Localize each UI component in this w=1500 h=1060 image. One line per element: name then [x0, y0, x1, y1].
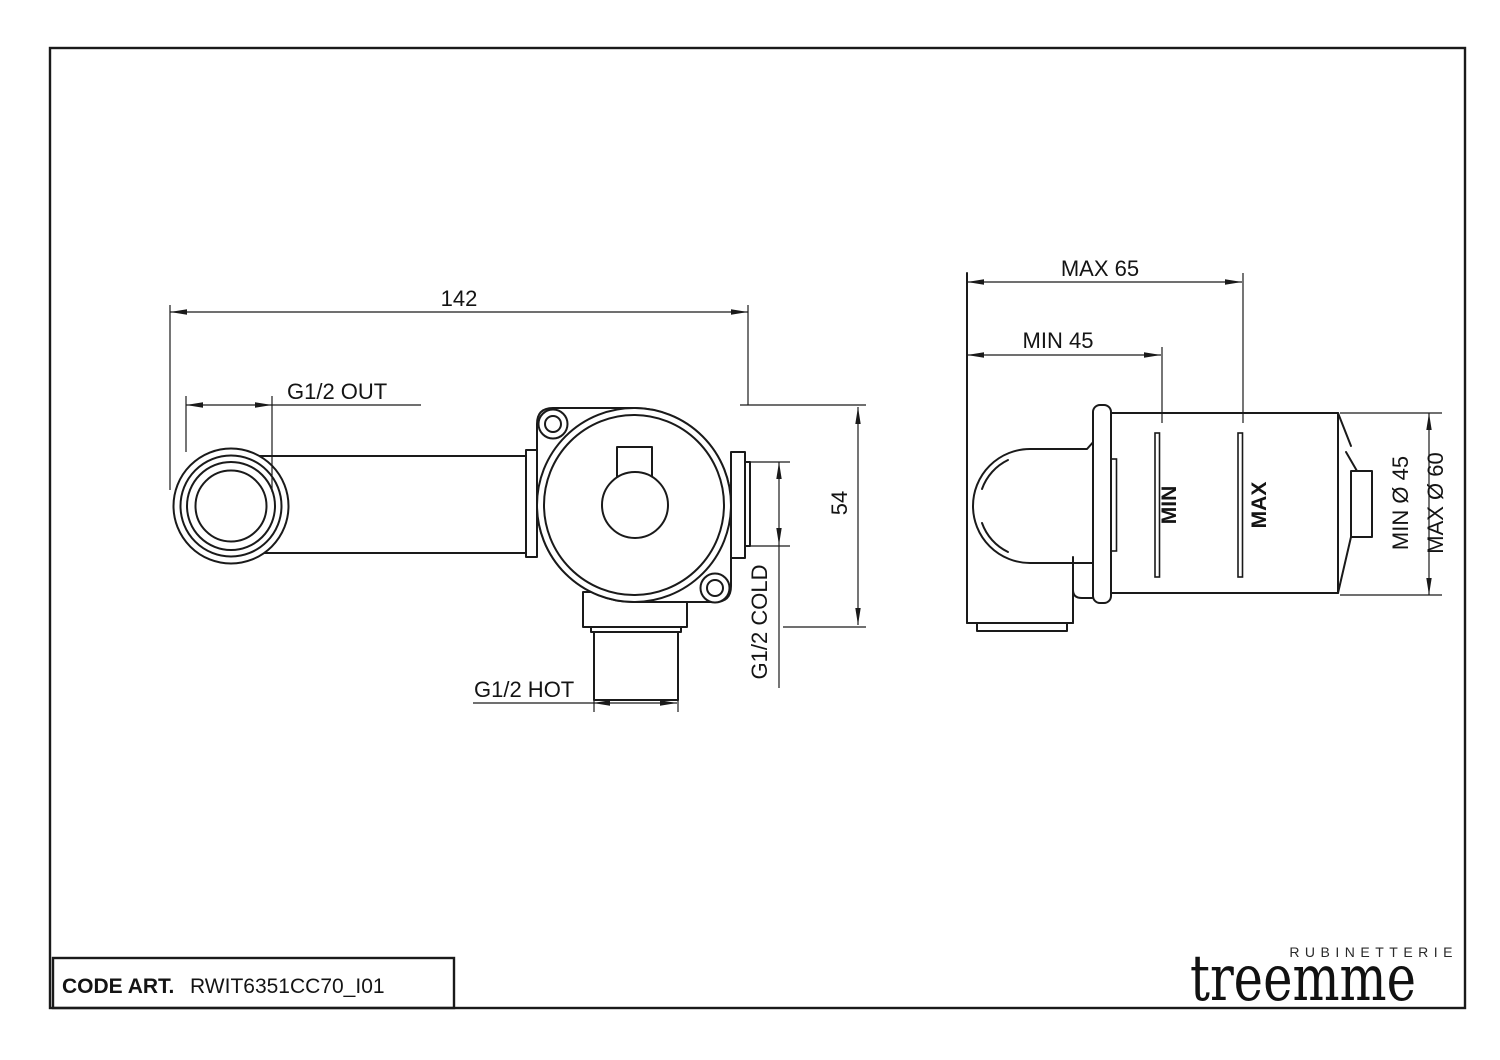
title-block: CODE ART. RWIT6351CC70_I01	[51, 956, 456, 1010]
dim-142: 142	[441, 286, 478, 311]
housing-cylinder	[1109, 412, 1339, 594]
logo-rubinetterie: RUBINETTERIE	[1289, 944, 1458, 960]
bracket-foot	[966, 556, 1093, 632]
screw-hole-bottom-right	[699, 572, 731, 604]
cartridge-hole	[601, 471, 669, 539]
housing-cone	[1337, 412, 1373, 594]
side-view: MIN MAX	[966, 272, 1373, 632]
code-art-value: RWIT6351CC70_I01	[190, 975, 385, 998]
engraved-min: MIN	[1158, 486, 1181, 525]
min-tick	[1154, 432, 1161, 578]
front-view-dimensions: 142 G1/2 OUT 54 G1/2 COLD G1/2 HOT	[169, 286, 866, 706]
brand-logo: RUBINETTERIE treemme	[1190, 942, 1458, 1016]
dim-max-dia: MAX Ø 60	[1423, 452, 1448, 553]
front-view	[172, 407, 751, 712]
dim-54: 54	[827, 491, 852, 515]
dim-min45: MIN 45	[1023, 328, 1094, 353]
hot-inlet-nipple	[590, 626, 682, 712]
valve-dome	[972, 439, 1096, 564]
dim-max65: MAX 65	[1061, 256, 1139, 281]
sheet-border	[48, 46, 1467, 1010]
code-art-label: CODE ART.	[62, 975, 174, 998]
dim-min-dia: MIN Ø 45	[1388, 456, 1413, 550]
outlet-flange	[172, 447, 290, 565]
dim-out-label: G1/2 OUT	[287, 379, 387, 404]
engraved-max: MAX	[1248, 482, 1271, 529]
spout-collar	[525, 449, 538, 558]
dim-hot-label: G1/2 HOT	[474, 677, 574, 702]
logo-treemme: treemme	[1190, 942, 1416, 1016]
cold-inlet	[730, 451, 751, 559]
dim-cold-label: G1/2 COLD	[747, 565, 772, 680]
screw-hole-top-left	[537, 408, 569, 440]
side-view-dimensions: MAX 65 MIN 45 MIN Ø 45 MAX Ø 60	[967, 256, 1448, 596]
max-tick	[1237, 432, 1244, 578]
body-face-inner-ring	[543, 414, 725, 596]
wall-plate	[1092, 404, 1112, 604]
